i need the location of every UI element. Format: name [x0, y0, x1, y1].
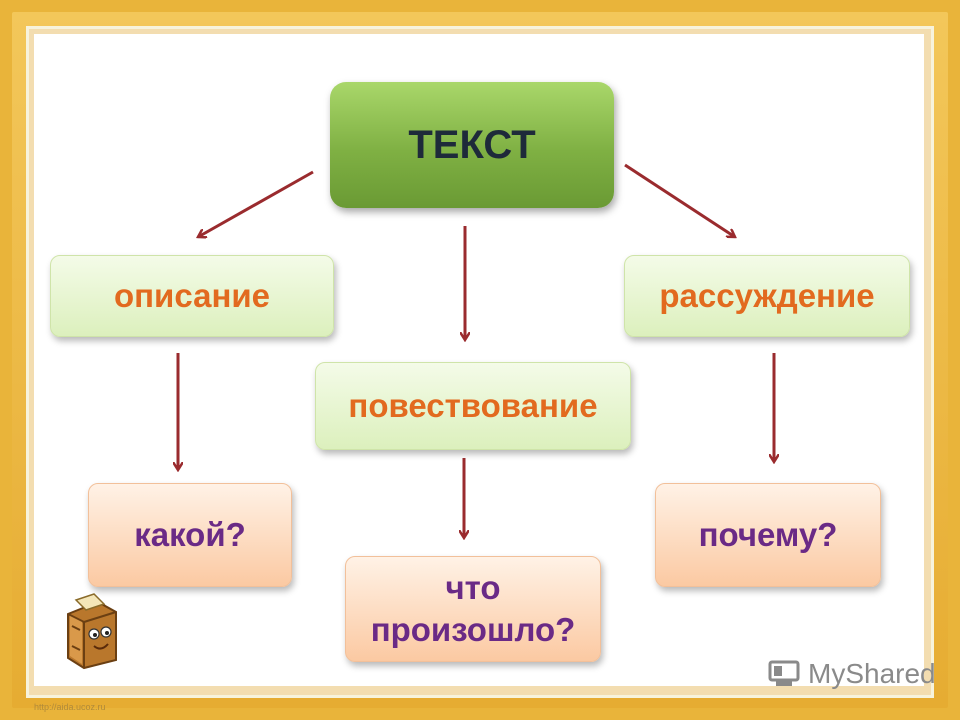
- book-mascot-icon: [67, 593, 117, 670]
- question-node-label: какой?: [134, 516, 246, 553]
- watermark: MyShared: [768, 656, 936, 692]
- myshared-logo-icon: [768, 660, 800, 686]
- type-node-label: описание: [113, 277, 271, 314]
- root-node-label: ТЕКСТ: [408, 122, 536, 167]
- type-node-label: повествование: [348, 387, 598, 424]
- question-node-label: почему?: [698, 516, 838, 553]
- type-node-narration: повествование: [315, 362, 631, 450]
- arrow-root-to-reasoning: [624, 163, 735, 237]
- type-node-label: рассуждение: [659, 277, 875, 314]
- type-node-description: описание: [50, 255, 334, 337]
- root-node-text: ТЕКСТ: [330, 82, 614, 208]
- type-node-reasoning: рассуждение: [624, 255, 910, 337]
- question-node-why: почему?: [655, 483, 881, 587]
- question-node-which: какой?: [88, 483, 292, 587]
- question-node-what-happened: что произошло?: [345, 556, 601, 662]
- arrow-root-to-description: [198, 170, 314, 237]
- source-url: http://aida.ucoz.ru: [34, 702, 106, 712]
- question-node-label: что произошло?: [370, 569, 576, 648]
- watermark-text: MyShared: [808, 658, 936, 689]
